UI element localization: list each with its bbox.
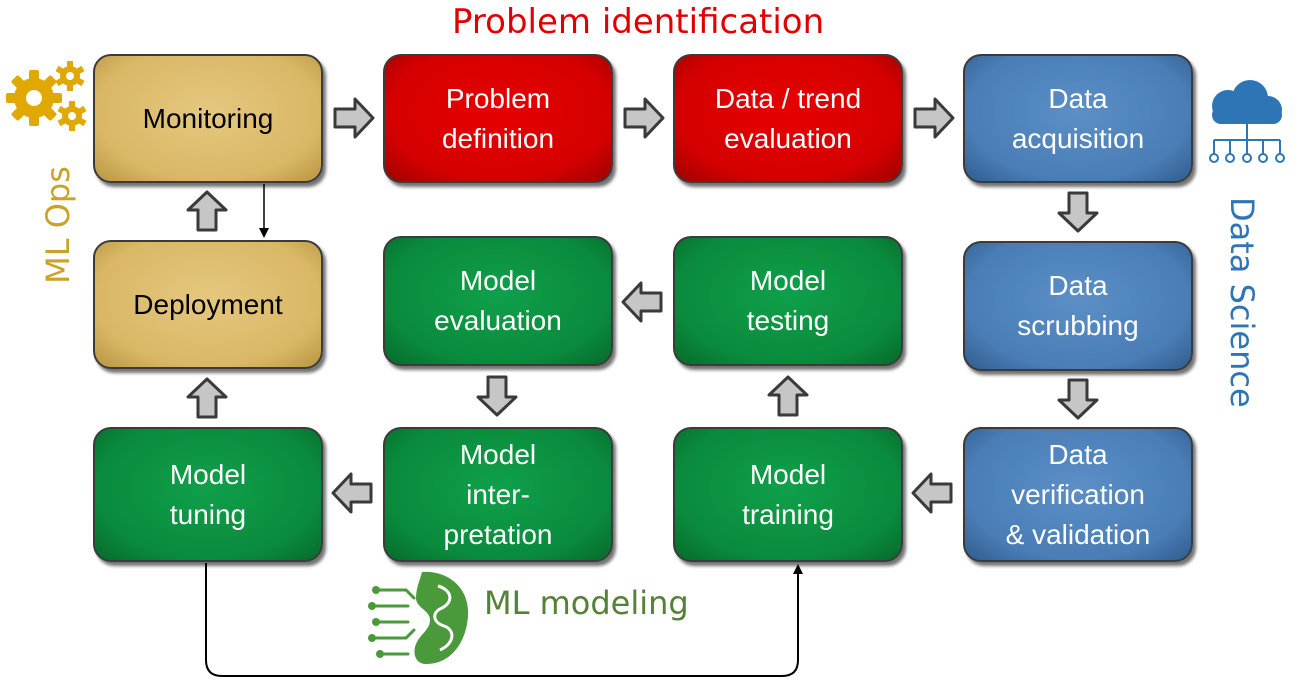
model-training-box: Model training [673, 427, 903, 562]
model-interpretation-box: Model inter- pretation [383, 427, 613, 562]
data-trend-evaluation-box: Data / trend evaluation [673, 54, 903, 183]
data-scrubbing-box: Data scrubbing [963, 241, 1193, 371]
arrow-interpretation-to-tuning [331, 472, 373, 514]
data-scrubbing-label: Data scrubbing [1017, 270, 1139, 341]
arrow-evaluation-to-interpretation [476, 375, 518, 417]
data-verification-label: Data verification & validation [1005, 438, 1151, 550]
data-acquisition-label: Data acquisition [1011, 82, 1145, 154]
model-testing-box: Model testing [673, 236, 903, 366]
arrow-problem-definition-to-data-trend [623, 97, 665, 139]
deployment-label: Deployment [133, 288, 283, 320]
model-testing-label: Model testing [746, 265, 830, 336]
data-trend-evaluation-label: Data / trend evaluation [714, 82, 862, 154]
loop-tuning-to-training [205, 563, 803, 677]
monitoring-label: Monitoring [142, 102, 274, 134]
arrow-verification-to-training [911, 472, 953, 514]
arrow-tuning-to-deployment [186, 377, 228, 419]
model-evaluation-label: Model evaluation [434, 265, 562, 336]
brain-circuit-icon [368, 571, 469, 664]
arrow-scrubbing-to-verification [1057, 378, 1099, 420]
arrow-training-to-testing [767, 375, 809, 417]
ml-modeling-label: ML modeling [484, 584, 689, 622]
deployment-box: Deployment [93, 240, 323, 369]
arrow-monitoring-to-problem-definition [333, 97, 375, 139]
arrow-deployment-to-monitoring [186, 190, 228, 232]
model-evaluation-box: Model evaluation [383, 236, 613, 366]
arrow-acquisition-to-scrubbing [1057, 191, 1099, 233]
model-tuning-label: Model tuning [169, 458, 247, 530]
data-verification-box: Data verification & validation [963, 427, 1193, 562]
cloud-network-icon [1209, 80, 1285, 163]
monitoring-box: Monitoring [93, 54, 323, 183]
problem-identification-label: Problem identification [452, 2, 825, 42]
problem-definition-box: Problem definition [383, 54, 613, 183]
model-training-label: Model training [742, 458, 834, 530]
problem-definition-label: Problem definition [441, 82, 555, 154]
arrow-data-trend-to-data-acquisition [913, 97, 955, 139]
model-tuning-box: Model tuning [93, 427, 323, 562]
data-acquisition-box: Data acquisition [963, 54, 1193, 183]
arrow-testing-to-evaluation [621, 281, 663, 323]
gears-icon [6, 61, 87, 131]
model-interpretation-label: Model inter- pretation [443, 438, 553, 550]
